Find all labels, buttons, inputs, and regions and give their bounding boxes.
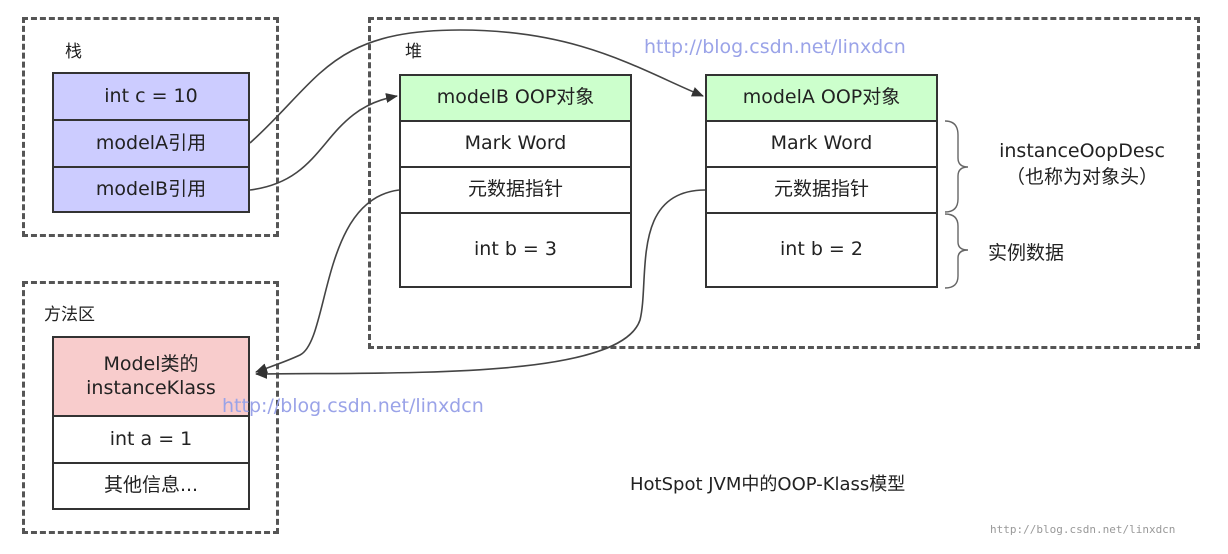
modelA-field: int b = 2 xyxy=(705,212,938,288)
stack-cell-modelA-ref: modelA引用 xyxy=(52,119,250,168)
modelA-mark-word: Mark Word xyxy=(705,120,938,168)
diagram-caption: HotSpot JVM中的OOP-Klass模型 xyxy=(630,474,906,495)
modelB-field: int b = 3 xyxy=(399,212,632,288)
instance-desc-label: instanceOopDesc （也称为对象头） xyxy=(982,140,1182,189)
modelA-metadata-pointer: 元数据指针 xyxy=(705,166,938,214)
instance-data-label: 实例数据 xyxy=(988,242,1065,264)
modelB-metadata-pointer: 元数据指针 xyxy=(399,166,632,214)
klass-header: Model类的 instanceKlass xyxy=(52,336,250,417)
modelA-header: modelA OOP对象 xyxy=(705,74,938,122)
klass-other-info: 其他信息... xyxy=(52,462,250,510)
method-area-region xyxy=(22,281,279,534)
instance-desc-subtitle: （也称为对象头） xyxy=(1005,166,1158,188)
method-area-label: 方法区 xyxy=(44,305,95,325)
watermark-mid: http://blog.csdn.net/linxdcn xyxy=(222,395,484,417)
stack-cell-int-c: int c = 10 xyxy=(52,72,250,121)
klass-header-text: Model类的 instanceKlass xyxy=(86,352,216,399)
stack-label: 栈 xyxy=(65,42,82,62)
watermark-corner: http://blog.csdn.net/linxdcn xyxy=(990,523,1176,536)
modelB-mark-word: Mark Word xyxy=(399,120,632,168)
instance-desc-title: instanceOopDesc xyxy=(999,140,1165,162)
stack-cell-modelB-ref: modelB引用 xyxy=(52,166,250,213)
klass-field-int-a: int a = 1 xyxy=(52,415,250,464)
heap-label: 堆 xyxy=(405,42,422,62)
modelB-header: modelB OOP对象 xyxy=(399,74,632,122)
watermark-top: http://blog.csdn.net/linxdcn xyxy=(644,36,906,58)
